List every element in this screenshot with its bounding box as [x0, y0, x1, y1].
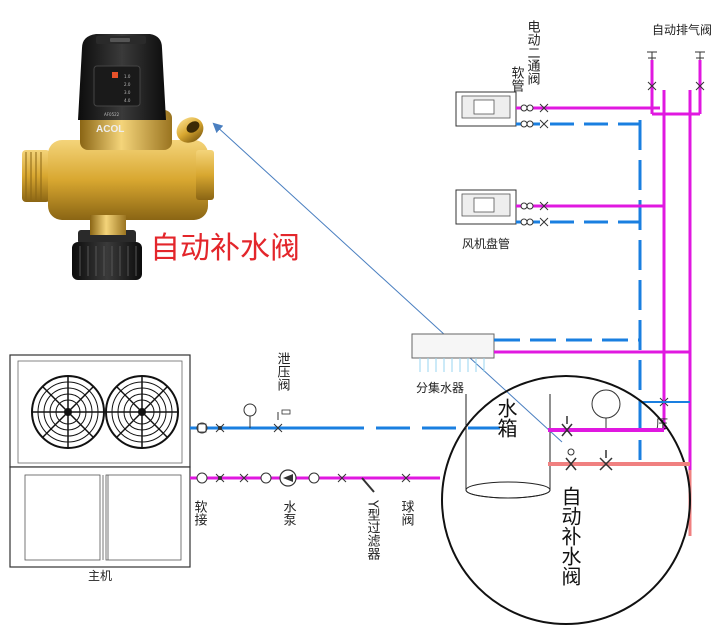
- pressure-mark: 压: [656, 417, 668, 431]
- supply-line-fittings: [196, 469, 411, 493]
- manifold-label: 分集水器: [416, 380, 464, 395]
- dial-mark-3: 3.0: [124, 90, 131, 95]
- fan-coil-upper: [455, 91, 660, 129]
- zoom-circle: [441, 375, 691, 625]
- main-unit-label: 主机: [88, 569, 112, 583]
- auto-fill-valve-photo: 1.0 2.0 3.0 4.0 AF0522 ACOL: [22, 34, 214, 280]
- water-pump-label: 水泵: [281, 500, 297, 526]
- dial-mark-4: 4.0: [124, 98, 131, 103]
- fan-coil-lower: [455, 189, 664, 227]
- auto-fill-valve-callout: 自动补水阀: [558, 486, 582, 586]
- expansion-tank: [591, 389, 621, 430]
- manifold: [411, 333, 495, 372]
- auto-air-vent-left: [647, 51, 657, 114]
- hose-label: 软管: [509, 66, 525, 93]
- dial-mark-1: 1.0: [124, 74, 131, 79]
- ball-valve-label: 球阀: [399, 500, 415, 526]
- product-title: 自动补水阀: [150, 231, 300, 266]
- soft-joint-label: 软接: [192, 500, 208, 526]
- model-number: AF0522: [104, 112, 120, 117]
- electric-two-way-valve-label: 电动二通阀: [525, 20, 541, 85]
- dial-mark-2: 2.0: [124, 82, 131, 87]
- brand-logo-text: ACOL: [96, 124, 124, 135]
- main-unit: [9, 354, 191, 568]
- fan-right-icon: [105, 375, 179, 449]
- water-tank-label: 水箱: [494, 398, 518, 438]
- callout-pointer-arrow: [212, 122, 563, 443]
- y-filter-icon: [361, 477, 375, 493]
- return-line-fittings: [196, 403, 291, 434]
- fan-left-icon: [31, 375, 105, 449]
- ball-valve-icon: [401, 473, 411, 483]
- y-filter-label: Y型过滤器: [365, 499, 381, 561]
- auto-air-vent-right: [695, 51, 705, 114]
- auto-air-vent-label: 自动排气阀: [652, 22, 712, 37]
- fan-coil-label: 风机盘管: [462, 236, 510, 251]
- relief-valve-label: 泄压阀: [275, 352, 291, 391]
